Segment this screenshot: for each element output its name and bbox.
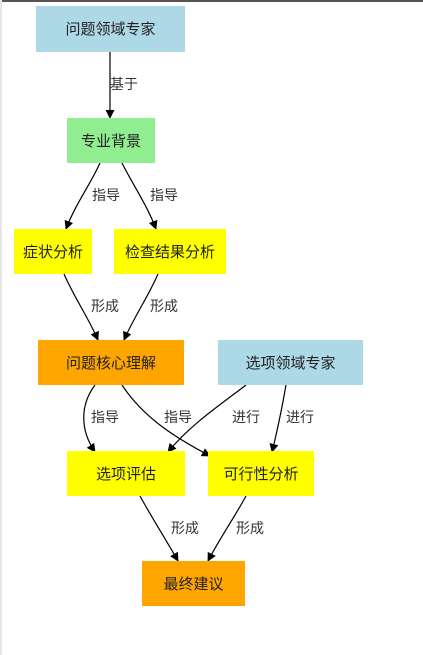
node-problem-expert-box bbox=[36, 6, 185, 52]
window-left-border bbox=[0, 0, 2, 655]
edge-option-expert-to-feasibility bbox=[269, 384, 287, 453]
node-evaluate: 选项评估 bbox=[67, 451, 185, 496]
node-symptom-box bbox=[14, 229, 92, 274]
node-core-box bbox=[38, 340, 184, 385]
node-problem-expert: 问题领域专家 bbox=[36, 6, 185, 52]
edge-label-e9: 进行 bbox=[286, 410, 314, 426]
edge-label-e10: 形成 bbox=[171, 521, 199, 537]
node-evaluate-box bbox=[67, 451, 185, 496]
node-evaluate-label: 选项评估 bbox=[96, 465, 156, 483]
edge-label-e3: 指导 bbox=[150, 188, 178, 204]
node-background-label: 专业背景 bbox=[81, 132, 141, 150]
node-feasibility-label: 可行性分析 bbox=[223, 465, 298, 483]
edge-label-e11: 形成 bbox=[236, 521, 264, 537]
node-problem-expert-label: 问题领域专家 bbox=[65, 20, 155, 38]
edge-label-e7: 指导 bbox=[164, 410, 192, 426]
node-symptom-label: 症状分析 bbox=[23, 243, 83, 261]
edge-label-e6: 指导 bbox=[91, 410, 119, 426]
edge-labels: 基于 指导 指导 形成 形成 指导 指导 进行 进行 形成 形成 bbox=[91, 76, 314, 537]
edge-option-expert-to-evaluate bbox=[167, 384, 247, 453]
edge-evaluate-to-final bbox=[139, 495, 179, 562]
edges bbox=[63, 52, 287, 562]
node-exam-label: 检查结果分析 bbox=[125, 243, 215, 261]
node-feasibility: 可行性分析 bbox=[208, 451, 314, 496]
node-exam-box bbox=[114, 229, 226, 274]
node-final-label: 最终建议 bbox=[163, 575, 223, 593]
edge-background-to-exam bbox=[121, 162, 158, 230]
node-final: 最终建议 bbox=[142, 561, 245, 606]
node-final-box bbox=[142, 561, 245, 606]
edge-label-e8: 进行 bbox=[232, 410, 260, 426]
node-option-expert-box bbox=[218, 340, 363, 385]
node-option-expert: 选项领域专家 bbox=[218, 340, 363, 385]
node-background-box bbox=[67, 118, 155, 163]
edge-feasibility-to-final bbox=[207, 495, 247, 562]
node-feasibility-box bbox=[208, 451, 314, 496]
node-background: 专业背景 bbox=[67, 118, 155, 163]
edge-symptom-to-core bbox=[63, 273, 99, 341]
edge-label-e1: 基于 bbox=[110, 76, 138, 93]
edge-label-e4: 形成 bbox=[91, 299, 119, 315]
node-core: 问题核心理解 bbox=[38, 340, 184, 385]
edge-background-to-symptom bbox=[64, 162, 101, 230]
edge-core-to-feasibility bbox=[121, 384, 211, 457]
edge-label-e2: 指导 bbox=[92, 188, 120, 204]
edge-label-e5: 形成 bbox=[150, 299, 178, 315]
window-top-border bbox=[0, 0, 423, 2]
node-option-expert-label: 选项领域专家 bbox=[245, 354, 335, 372]
edge-core-to-evaluate bbox=[83, 384, 96, 453]
node-core-label: 问题核心理解 bbox=[66, 354, 156, 372]
node-symptom: 症状分析 bbox=[14, 229, 92, 274]
edge-exam-to-core bbox=[123, 273, 159, 341]
node-exam: 检查结果分析 bbox=[114, 229, 226, 274]
